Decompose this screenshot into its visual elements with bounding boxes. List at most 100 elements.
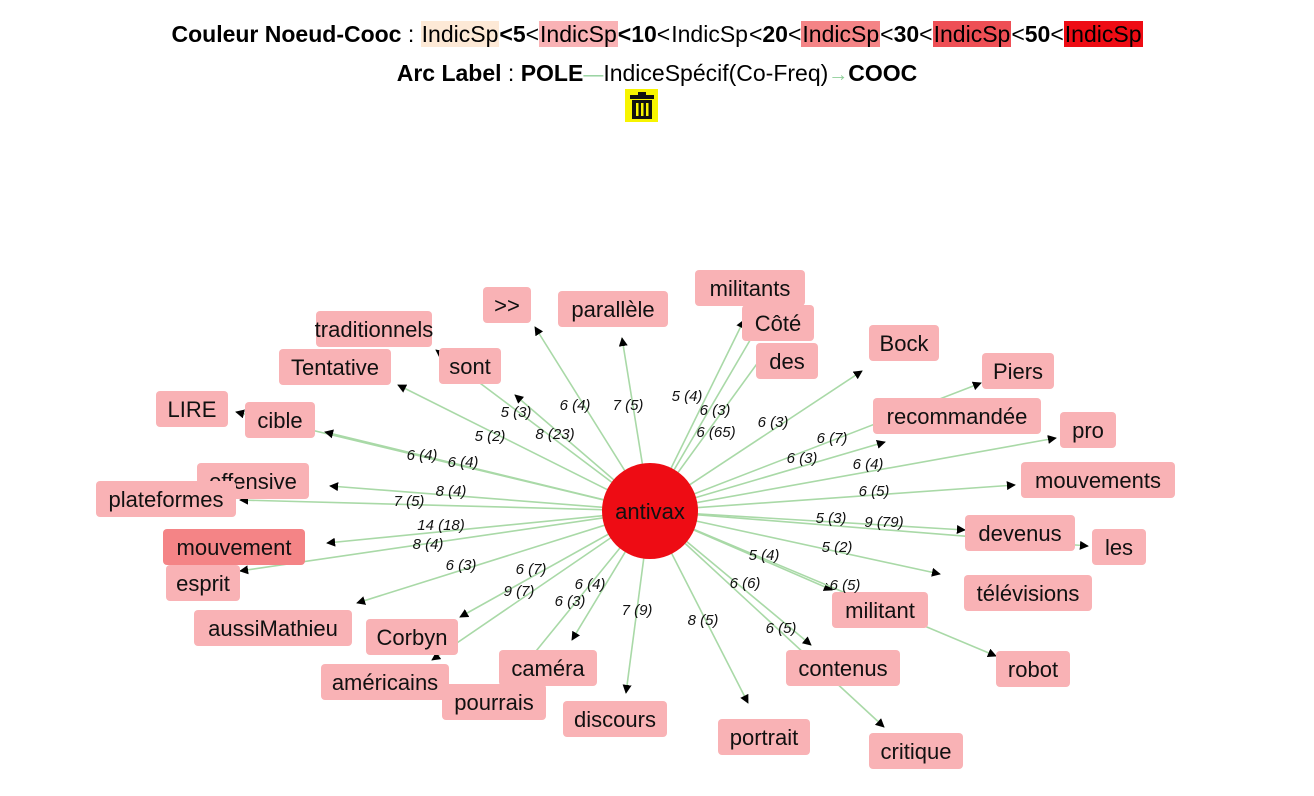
lt-sign: < [748, 21, 763, 47]
graph-node-label: cible [257, 408, 302, 433]
graph-edge [649, 510, 966, 535]
graph-node[interactable]: mouvement [163, 529, 305, 565]
graph-node-box [483, 287, 531, 323]
graph-node-label: critique [881, 739, 952, 764]
graph-edge [239, 510, 651, 575]
graph-edge [649, 510, 941, 577]
edge-label: 6 (5) [830, 577, 861, 594]
graph-node[interactable]: robot [996, 651, 1070, 687]
threshold-value: 20 [762, 21, 788, 47]
graph-node[interactable]: devenus [965, 515, 1075, 551]
graph-node-label: des [769, 349, 804, 374]
graph-node[interactable]: militants [695, 270, 805, 306]
graph-node[interactable]: recommandée [873, 398, 1041, 434]
lt-sign: < [499, 21, 513, 47]
graph-node[interactable]: Côté [742, 305, 814, 341]
graph-node-label: contenus [798, 656, 887, 681]
graph-node-box [558, 291, 668, 327]
edge-label: 5 (2) [475, 428, 506, 445]
graph-node[interactable]: des [756, 343, 818, 379]
edge-label: 6 (4) [575, 576, 606, 593]
graph-node-box [832, 592, 928, 628]
graph-node[interactable]: discours [563, 701, 667, 737]
graph-node[interactable]: caméra [499, 650, 597, 686]
center-node-label: antivax [615, 499, 685, 524]
graph-node[interactable]: Bock [869, 325, 939, 361]
graph-node-label: portrait [730, 725, 798, 750]
color-swatch-level1: IndicSp [420, 21, 500, 47]
graph-node-label: télévisions [977, 581, 1080, 606]
graph-node[interactable]: aussiMathieu [194, 610, 352, 646]
edge-label: 7 (9) [622, 602, 653, 619]
graph-node-label: américains [332, 670, 438, 695]
graph-node-box [499, 650, 597, 686]
graph-node[interactable]: critique [869, 733, 963, 769]
graph-node-box [996, 651, 1070, 687]
graph-node-label: aussiMathieu [208, 616, 338, 641]
graph-node-box [756, 343, 818, 379]
graph-node-box [166, 565, 240, 601]
graph-node[interactable]: militant [832, 592, 928, 628]
threshold-value: 5 [512, 21, 526, 47]
graph-node-box [96, 481, 236, 517]
lt-sign: < [617, 21, 632, 47]
graph-node[interactable]: LIRE [156, 391, 228, 427]
edge-label: 6 (6) [730, 575, 761, 592]
graph-node-label: militant [845, 598, 915, 623]
graph-node-box [156, 391, 228, 427]
center-node-circle [602, 463, 698, 559]
center-node[interactable]: antivax [602, 463, 698, 559]
edge-label: 9 (7) [504, 583, 535, 600]
graph-node[interactable]: portrait [718, 719, 810, 755]
arc-legend-title: Arc Label [396, 60, 502, 86]
graph-node[interactable]: Tentative [279, 349, 391, 385]
graph-node-box [695, 270, 805, 306]
graph-node[interactable]: les [1092, 529, 1146, 565]
graph-node[interactable]: mouvements [1021, 462, 1175, 498]
graph-node-label: caméra [511, 656, 585, 681]
graph-node[interactable]: plateformes [96, 481, 236, 517]
graph-edge [649, 435, 1057, 512]
graph-node-box [279, 349, 391, 385]
threshold-value: 10 [631, 21, 657, 47]
graph-node[interactable]: esprit [166, 565, 240, 601]
trash-icon [629, 91, 654, 119]
graph-edge [649, 510, 997, 658]
edge-label: 6 (3) [700, 402, 731, 419]
edge-label: 6 (3) [555, 593, 586, 610]
graph-node[interactable]: contenus [786, 650, 900, 686]
graph-node[interactable]: traditionnels [315, 311, 434, 347]
delete-button[interactable] [625, 89, 658, 122]
graph-node[interactable]: pourrais [442, 684, 546, 720]
colon: : [501, 60, 521, 86]
edge-label: 14 (18) [417, 517, 465, 534]
graph-node[interactable]: télévisions [964, 575, 1092, 611]
graph-node-box [965, 515, 1075, 551]
graph-node[interactable]: Corbyn [366, 619, 458, 655]
graph-edge [649, 510, 885, 728]
graph-node-label: militants [710, 276, 791, 301]
graph-node-box [1092, 529, 1146, 565]
graph-node[interactable]: pro [1060, 412, 1116, 448]
edge-label: 6 (3) [758, 414, 789, 431]
graph-node-label: les [1105, 535, 1133, 560]
graph-node[interactable]: sont [439, 348, 501, 384]
edge-label: 5 (4) [749, 547, 780, 564]
graph-node[interactable]: Piers [982, 353, 1054, 389]
edge-label: 6 (5) [859, 483, 890, 500]
graph-node-label: discours [574, 707, 656, 732]
lt-sign: < [525, 21, 540, 47]
color-swatch-level4: IndicSp [932, 21, 1012, 47]
graph-node-label: Piers [993, 359, 1043, 384]
lt-sign: < [919, 21, 933, 47]
graph-node-box [786, 650, 900, 686]
graph-node[interactable]: parallèle [558, 291, 668, 327]
colon: : [401, 21, 421, 47]
graph-node[interactable]: >> [483, 287, 531, 323]
graph-node[interactable]: cible [245, 402, 315, 438]
edge-label: 5 (3) [816, 510, 847, 527]
graph-node-box [742, 305, 814, 341]
graph-node[interactable]: américains [321, 664, 449, 700]
edge-label: 7 (5) [394, 493, 425, 510]
edge-label: 6 (5) [766, 620, 797, 637]
